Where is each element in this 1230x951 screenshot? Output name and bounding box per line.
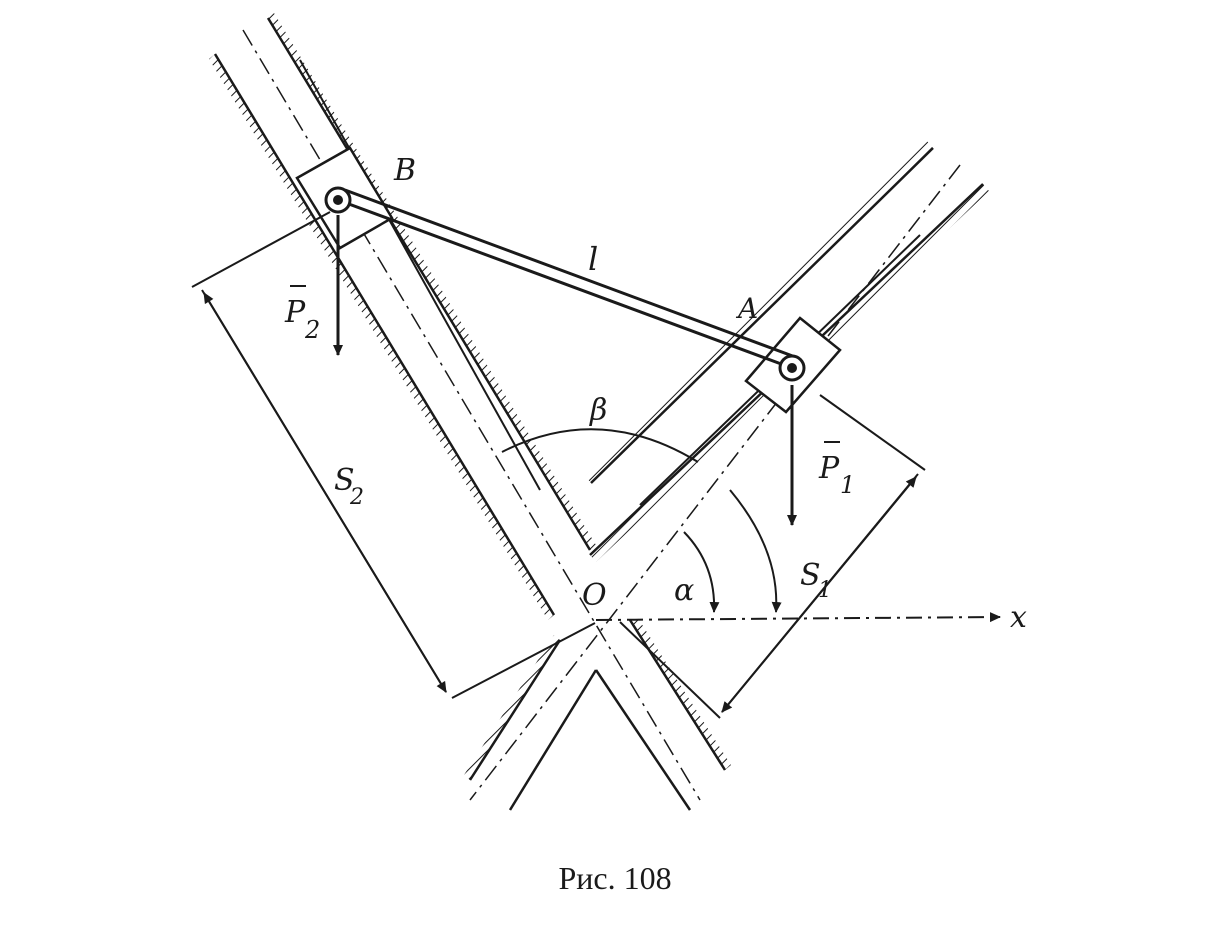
label-force-p1-letter: P: [818, 451, 840, 486]
label-point-o: O: [582, 578, 607, 613]
dimension-s2: [191, 211, 596, 699]
label-angle-beta: β: [589, 393, 607, 428]
label-force-p1-sub: 1: [840, 471, 855, 499]
connecting-rod: [337, 188, 799, 370]
guide-2-lower-walls: [594, 615, 731, 811]
guide-2-inner-wall: [299, 59, 541, 491]
angle-alpha-arc: [683, 531, 720, 613]
figure-caption: Рис. 108: [558, 860, 672, 896]
label-axis-x: x: [1010, 600, 1027, 635]
angle-beta-arc: [501, 428, 699, 463]
guide-1-wall-lower: [585, 141, 934, 484]
guide-1-lower-walls: [464, 635, 598, 811]
guide-2-wall-right: [266, 13, 596, 551]
dimension-s1: [619, 394, 926, 719]
pivot-a: [778, 354, 806, 382]
x-axis: [595, 612, 1001, 623]
label-distance-s1-letter: S: [800, 558, 821, 593]
label-distance-s2-letter: S: [334, 463, 355, 498]
guide-1-centerline: [469, 164, 961, 801]
label-angle-alpha: α: [674, 573, 694, 608]
guide-2-wall-left: [209, 53, 556, 620]
label-point-a: A: [735, 292, 758, 325]
label-force-p2: P 2: [284, 285, 320, 344]
guide-2-centerline: [242, 29, 701, 801]
pivot-b: [324, 186, 352, 214]
label-distance-s1: S 1: [800, 558, 832, 603]
label-distance-s1-sub: 1: [818, 578, 832, 603]
label-force-p2-letter: P: [284, 295, 306, 330]
label-rod-length: l: [588, 240, 598, 278]
label-distance-s2: S 2: [334, 463, 364, 510]
label-distance-s2-sub: 2: [349, 485, 364, 510]
label-force-p2-sub: 2: [304, 316, 320, 344]
label-point-b: B: [393, 153, 416, 188]
angle-outer-arc: [729, 489, 782, 613]
label-force-p1: P 1: [818, 441, 855, 499]
